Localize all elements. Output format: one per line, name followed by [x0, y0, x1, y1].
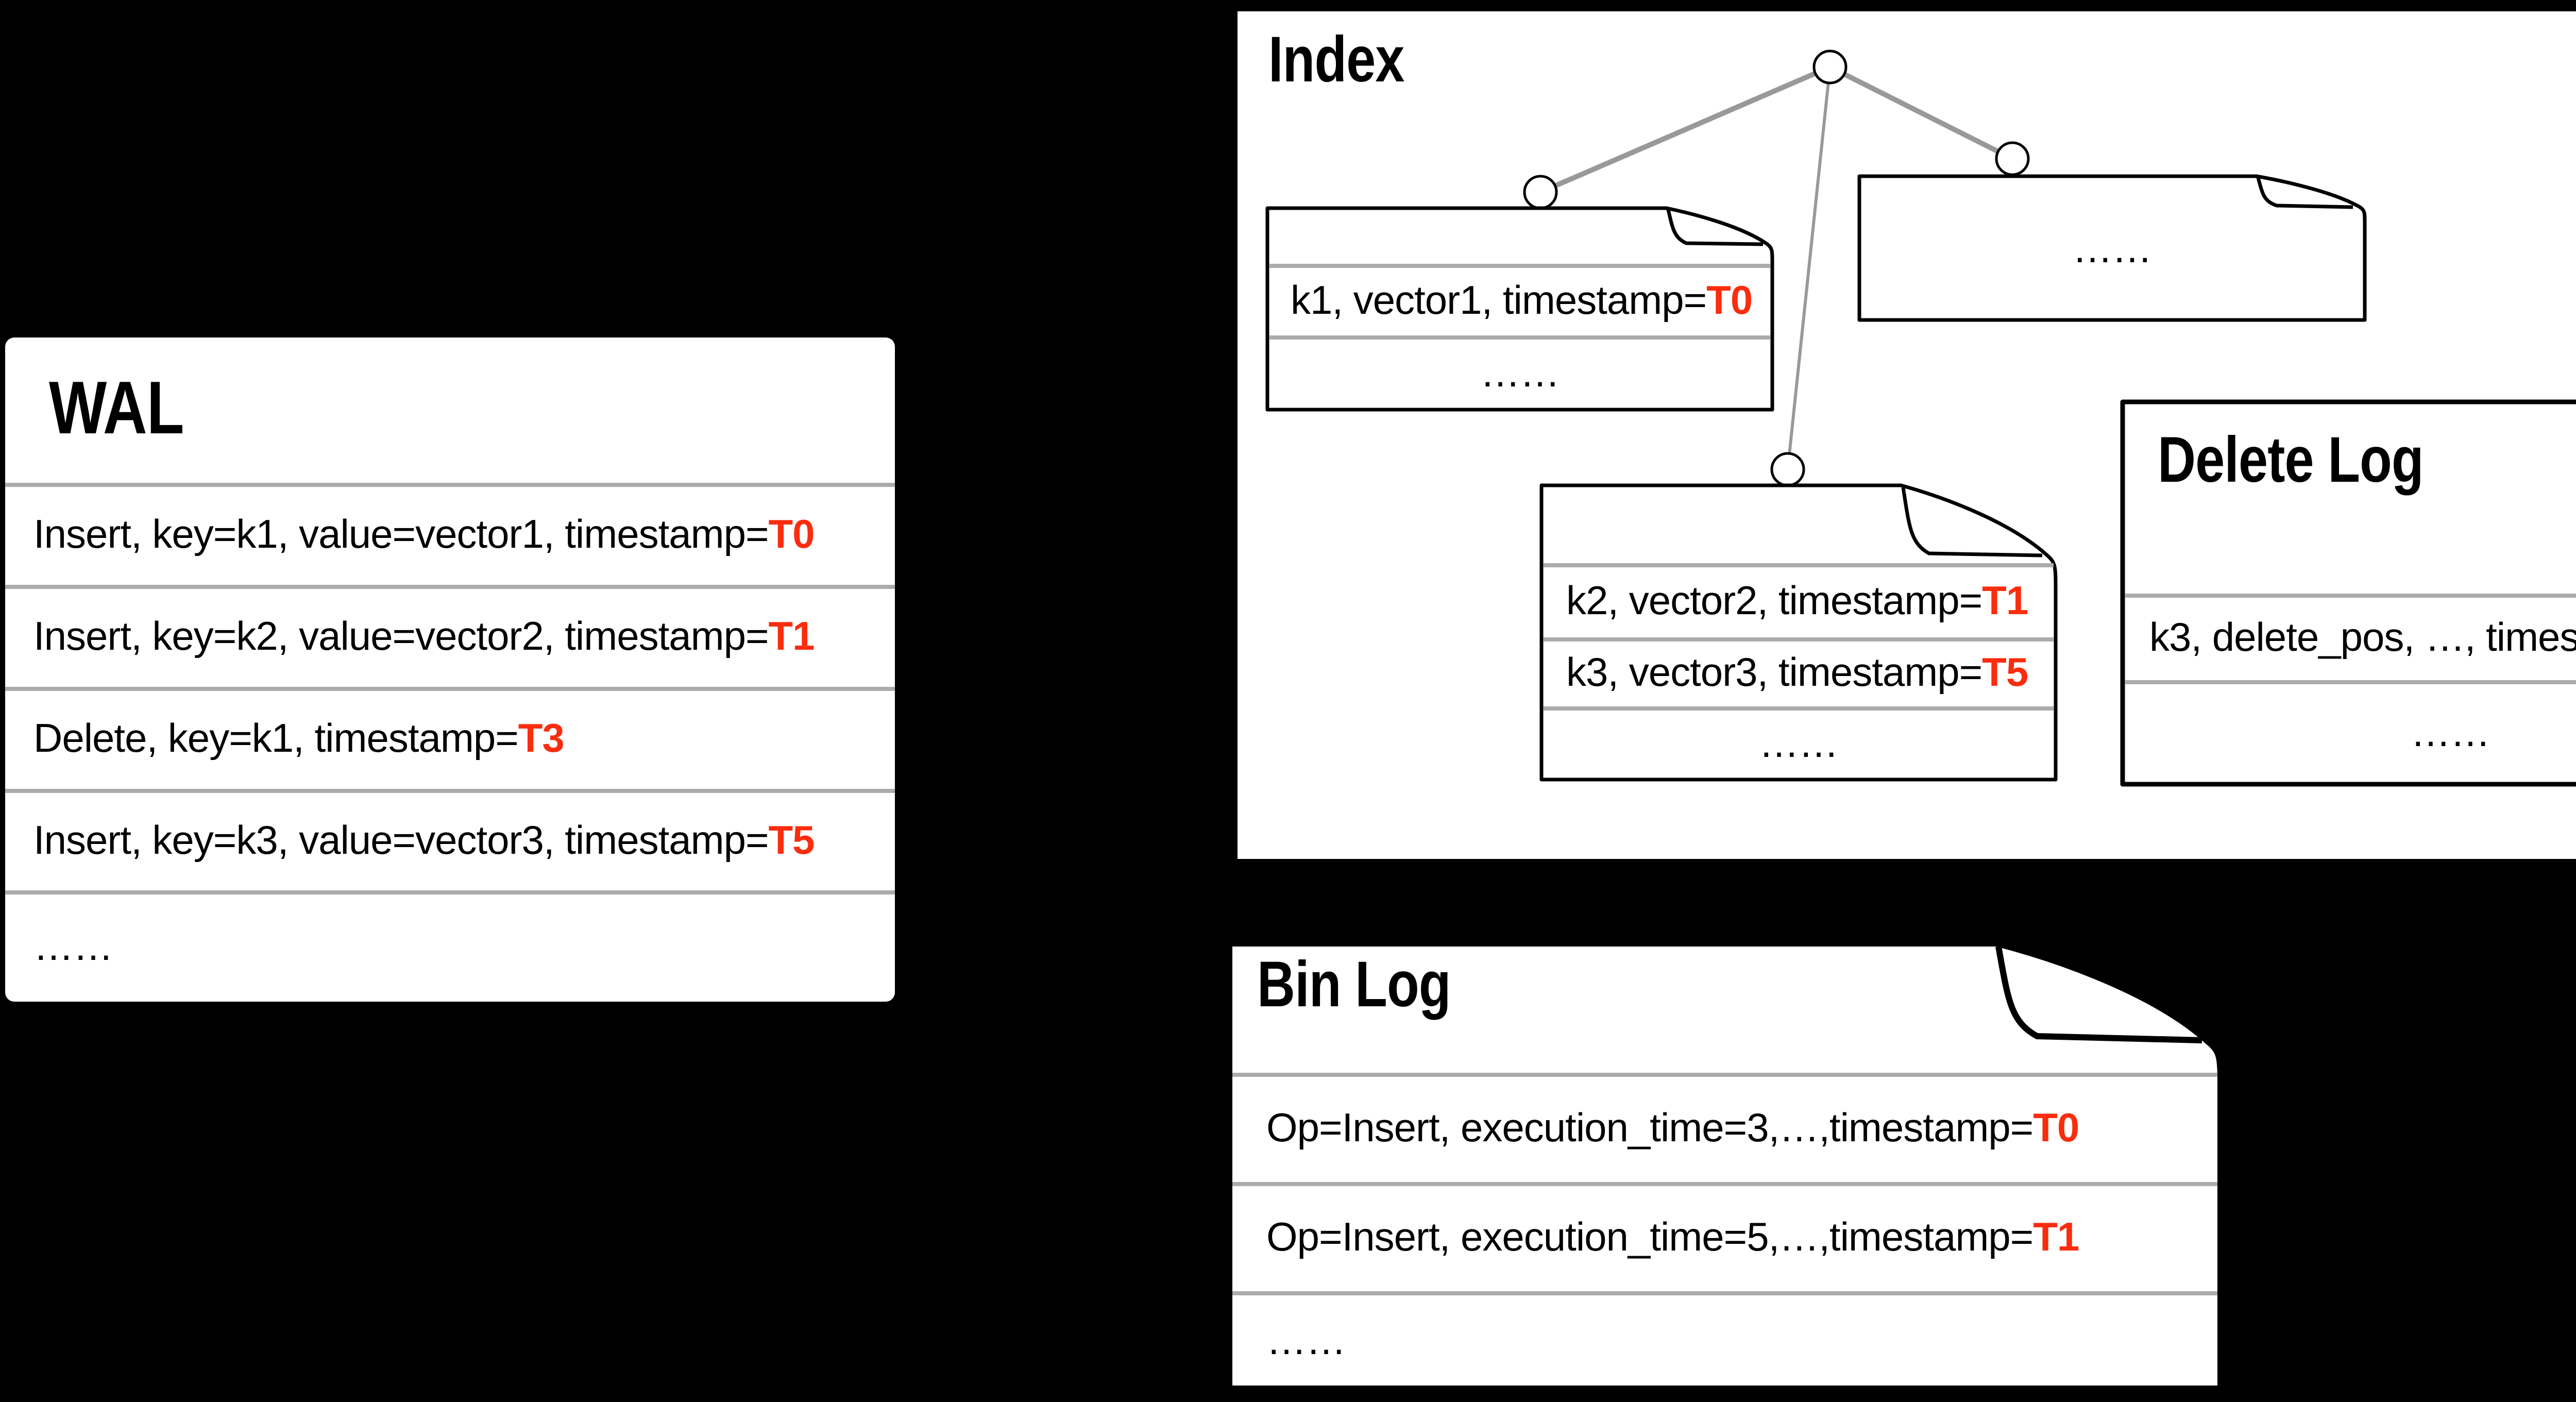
- bin-log-box: Bin Log Op=Insert, execution_time=3,…,ti…: [1226, 940, 2224, 1392]
- timestamp-value: T3: [518, 715, 565, 761]
- ellipsis-row: ……: [1266, 1291, 1346, 1389]
- page-curl-icon: [1901, 487, 2043, 558]
- separator: [1232, 1182, 2217, 1186]
- log-row: k3, vector3, timestamp=T5: [1566, 637, 2028, 706]
- log-row: Insert, key=k1, value=vector1, timestamp…: [33, 483, 815, 585]
- document-shape: [1857, 174, 2367, 322]
- row-text: Op=Insert, execution_time=5,…,timestamp=: [1266, 1214, 2033, 1259]
- row-text: k1, vector1, timestamp=: [1291, 277, 1707, 323]
- separator: [1232, 1073, 2217, 1077]
- log-row: Insert, key=k3, value=vector3, timestamp…: [33, 789, 815, 890]
- timestamp-value: T1: [768, 613, 815, 658]
- timestamp-value: T0: [1706, 277, 1753, 323]
- row-text: Insert, key=k1, value=vector1, timestamp…: [33, 511, 769, 556]
- separator: [1544, 637, 2054, 641]
- ellipsis-row: ……: [1267, 335, 1772, 410]
- log-row: Op=Insert, execution_time=3,…,timestamp=…: [1266, 1073, 2079, 1182]
- row-text: Insert, key=k3, value=vector3, timestamp…: [33, 817, 769, 863]
- ellipsis-row: ……: [33, 890, 113, 1002]
- separator: [5, 789, 895, 793]
- delete-log-title: Delete Log: [2158, 424, 2424, 496]
- ellipsis-row: ……: [1541, 706, 2056, 780]
- wal-title: WAL: [49, 366, 184, 449]
- ellipsis-row: ……: [2123, 680, 2576, 784]
- document-shape: [1539, 483, 2058, 782]
- log-row: Op=Insert, execution_time=5,…,timestamp=…: [1266, 1182, 2079, 1291]
- separator: [1544, 706, 2054, 711]
- separator: [2125, 594, 2576, 598]
- row-text: ……: [2072, 225, 2153, 271]
- document-shape: [1226, 940, 2224, 1392]
- row-text: ……: [33, 923, 113, 969]
- log-row: k2, vector2, timestamp=T1: [1566, 563, 2028, 637]
- document-shape: [2120, 399, 2576, 787]
- timestamp-value: T5: [768, 817, 815, 863]
- separator: [1544, 563, 2054, 567]
- index-title: Index: [1268, 24, 1404, 95]
- segment-box-right: ……: [1857, 174, 2367, 322]
- page-curl-icon: [1995, 945, 2202, 1043]
- log-row: Insert, key=k2, value=vector2, timestamp…: [33, 585, 815, 687]
- timestamp-value: T5: [1982, 649, 2028, 695]
- page-curl-icon: [1666, 209, 1764, 246]
- row-text: k2, vector2, timestamp=: [1566, 578, 1982, 623]
- row-text: Delete, key=k1, timestamp=: [33, 715, 519, 761]
- separator: [5, 483, 895, 487]
- timestamp-value: T1: [1982, 578, 2028, 623]
- separator: [5, 687, 895, 691]
- timestamp-value: T0: [2033, 1105, 2079, 1150]
- log-row: k1, vector1, timestamp=T0: [1291, 264, 1753, 335]
- separator: [1232, 1291, 2217, 1295]
- separator: [5, 585, 895, 589]
- segment-box-left: k1, vector1, timestamp=T0 ……: [1265, 206, 1774, 412]
- row-text: ……: [1266, 1317, 1346, 1363]
- row-text: k3, delete_pos, …, timestamp=: [2149, 614, 2576, 660]
- document-shape: [1265, 206, 1774, 412]
- separator: [1269, 264, 1770, 268]
- separator: [2125, 680, 2576, 684]
- row-text: ……: [1480, 350, 1560, 395]
- segment-box-middle: k2, vector2, timestamp=T1 k3, vector3, t…: [1539, 483, 2058, 782]
- row-text: k3, vector3, timestamp=: [1566, 649, 1982, 695]
- page-curl-icon: [2256, 177, 2353, 209]
- delete-log-box: Delete Log k3, delete_pos, …, timestamp=…: [2120, 399, 2576, 787]
- row-text: Insert, key=k2, value=vector2, timestamp…: [33, 613, 769, 658]
- separator: [5, 890, 895, 894]
- bin-log-title: Bin Log: [1257, 949, 1451, 1020]
- ellipsis-row: ……: [1859, 176, 2365, 320]
- row-text: ……: [2411, 710, 2490, 755]
- separator: [1269, 335, 1770, 340]
- timestamp-value: T1: [2033, 1214, 2079, 1259]
- timestamp-value: T0: [768, 511, 815, 556]
- row-text: Op=Insert, execution_time=3,…,timestamp=: [1266, 1105, 2033, 1150]
- log-row: Delete, key=k1, timestamp=T3: [33, 687, 565, 789]
- log-row: k3, delete_pos, …, timestamp=T3: [2149, 594, 2576, 680]
- row-text: ……: [1759, 720, 1839, 766]
- wal-box: WAL Insert, key=k1, value=vector1, times…: [5, 337, 895, 1002]
